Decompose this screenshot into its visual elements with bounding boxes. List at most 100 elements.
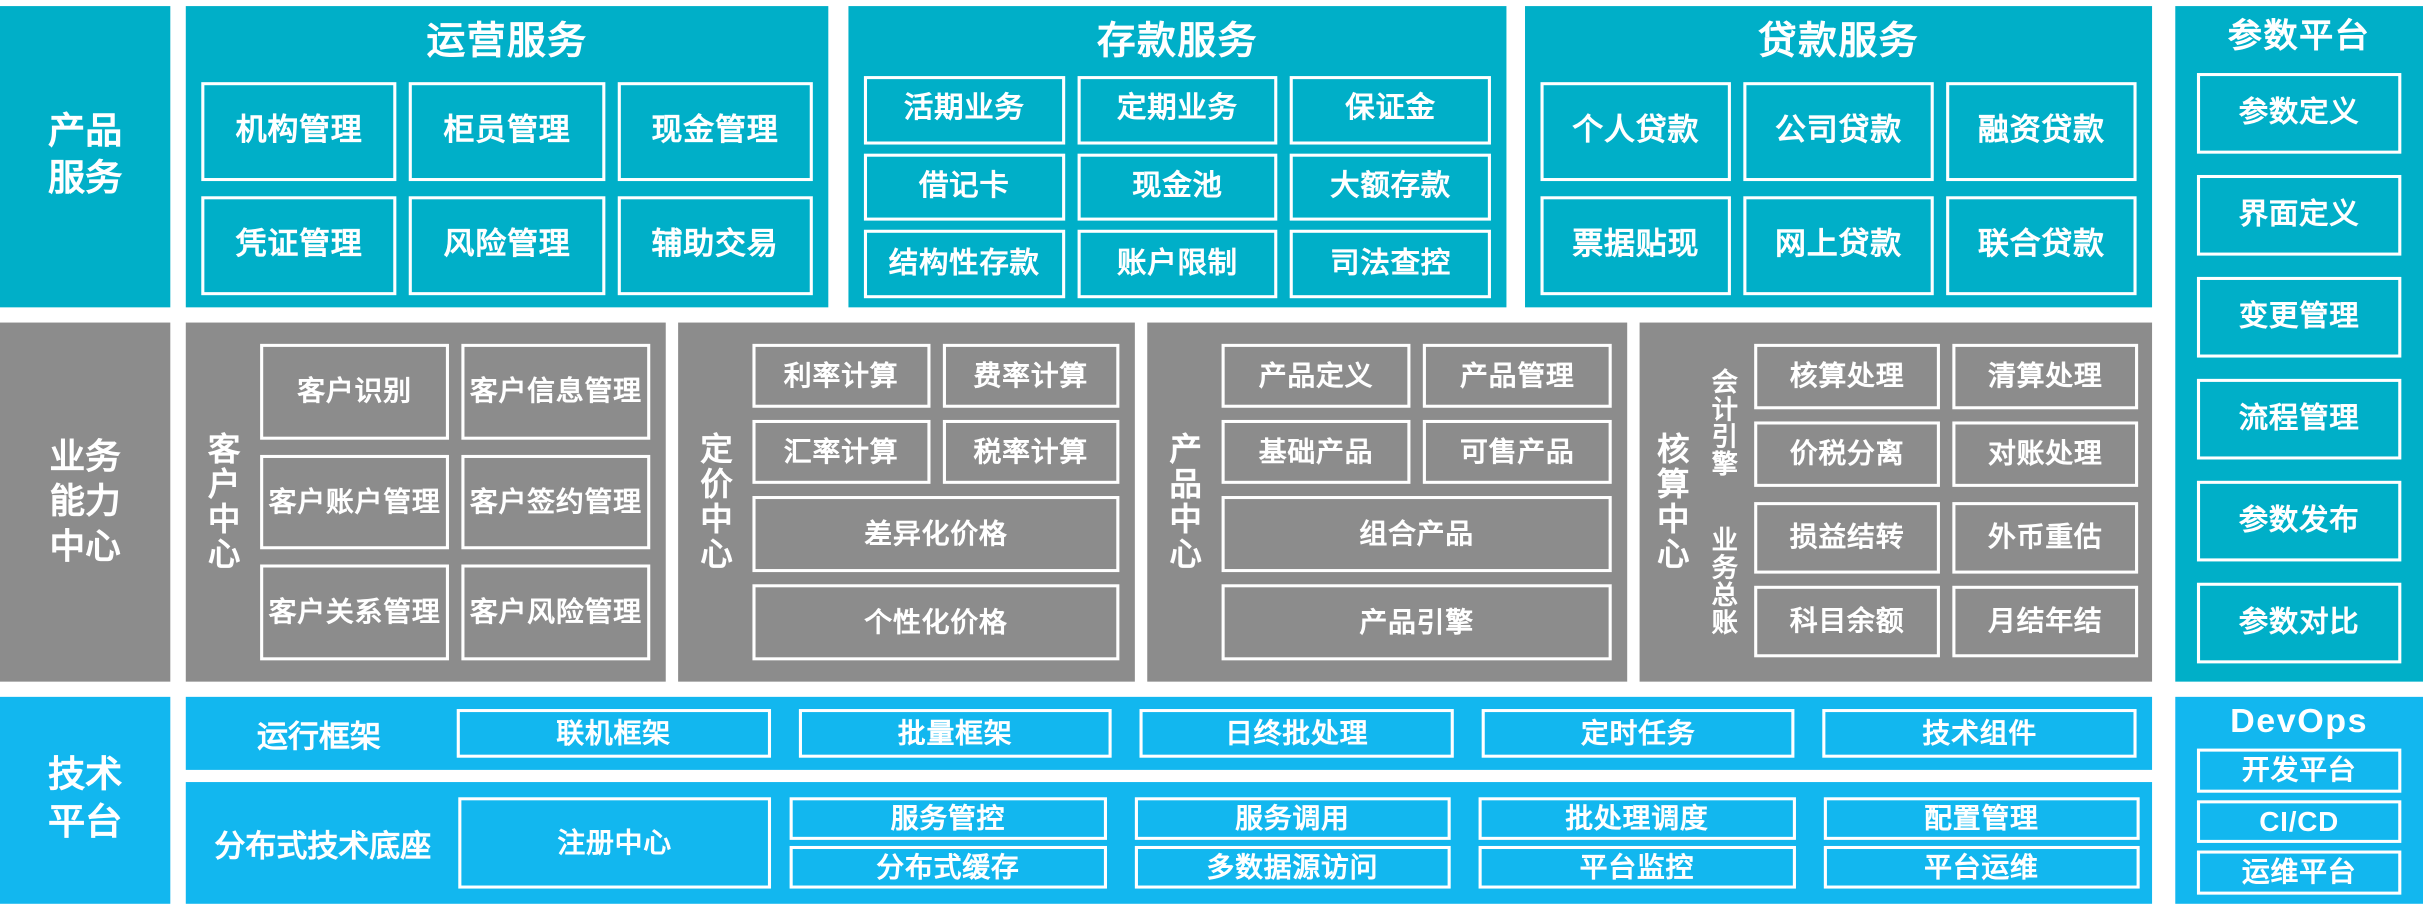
tile-pricing-wide-2[interactable]: 个性化价格 (752, 584, 1120, 661)
tile-param-5[interactable]: 参数发布 (2196, 480, 2402, 562)
tile-param-4[interactable]: 流程管理 (2196, 378, 2402, 460)
tile-operations-4[interactable]: 凭证管理 (201, 196, 397, 296)
tile-operations-5[interactable]: 风险管理 (409, 196, 605, 296)
tile-accounting-1[interactable]: 核算处理 (1754, 343, 1940, 410)
tile-pricing-4[interactable]: 税率计算 (942, 419, 1120, 484)
tile-customer-3[interactable]: 客户账户管理 (260, 454, 449, 550)
runtime-framework-grid: 联机框架 批量框架 日终批处理 定时任务 技术组件 (456, 709, 2137, 758)
tile-devops-2[interactable]: CI/CD (2196, 799, 2402, 844)
tile-product-3[interactable]: 基础产品 (1221, 419, 1411, 484)
tile-pricing-1[interactable]: 利率计算 (752, 343, 930, 408)
tile-param-1[interactable]: 参数定义 (2196, 73, 2402, 154)
tile-runtime-2[interactable]: 批量框架 (798, 709, 1112, 758)
tile-loan-2[interactable]: 公司贷款 (1743, 82, 1934, 182)
tile-operations-2[interactable]: 柜员管理 (409, 82, 605, 182)
tile-devops-1[interactable]: 开发平台 (2196, 748, 2402, 793)
distributed-foundation-label: 分布式技术底座 (214, 829, 432, 864)
tile-registry-center[interactable]: 注册中心 (458, 797, 772, 889)
tile-loan-4[interactable]: 票据贴现 (1540, 196, 1731, 296)
tile-customer-6[interactable]: 客户风险管理 (461, 564, 651, 661)
tile-pricing-2[interactable]: 费率计算 (942, 343, 1120, 408)
tile-loan-5[interactable]: 网上贷款 (1743, 196, 1934, 296)
tile-customer-4[interactable]: 客户签约管理 (461, 454, 651, 550)
subgroup-label-general-ledger: 业务总账 (1706, 526, 1737, 636)
panel-parameter-platform: 参数平台 参数定义 界面定义 变更管理 流程管理 参数发布 参数对比 (2175, 6, 2423, 682)
row-label-product-services: 产品 服务 (0, 6, 171, 308)
distributed-tile-grid: 服务管控 服务调用 批处理调度 配置管理 分布式缓存 多数据源访问 平台监控 平… (789, 797, 2140, 889)
tile-product-1[interactable]: 产品定义 (1221, 343, 1411, 408)
runtime-framework-label: 运行框架 (257, 720, 381, 754)
center-label-accounting: 核算中心 (1653, 432, 1689, 573)
tile-operations-1[interactable]: 机构管理 (201, 82, 397, 182)
tile-distributed-5[interactable]: 分布式缓存 (789, 845, 1107, 889)
operations-tile-grid: 机构管理 柜员管理 现金管理 凭证管理 风险管理 辅助交易 (201, 82, 813, 296)
product-tile-grid-wide: 组合产品 产品引擎 (1221, 496, 1612, 661)
product-tile-grid-top: 产品定义 产品管理 基础产品 可售产品 (1221, 343, 1612, 484)
tile-deposit-6[interactable]: 大额存款 (1290, 153, 1491, 222)
tile-operations-6[interactable]: 辅助交易 (617, 196, 813, 296)
panel-title-operations: 运营服务 (426, 19, 588, 63)
tile-runtime-1[interactable]: 联机框架 (456, 709, 771, 758)
tile-deposit-7[interactable]: 结构性存款 (863, 230, 1065, 299)
center-label-customer: 客户中心 (204, 432, 240, 573)
tile-loan-6[interactable]: 联合贷款 (1946, 196, 2137, 296)
tile-distributed-3[interactable]: 批处理调度 (1478, 797, 1796, 840)
tile-param-6[interactable]: 参数对比 (2196, 582, 2402, 664)
tile-accounting-4[interactable]: 对账处理 (1952, 421, 2139, 487)
tile-product-wide-2[interactable]: 产品引擎 (1221, 584, 1612, 661)
tile-deposit-9[interactable]: 司法查控 (1290, 230, 1491, 299)
tile-ledger-4[interactable]: 月结年结 (1952, 585, 2139, 658)
tile-param-3[interactable]: 变更管理 (2196, 276, 2402, 358)
panel-operations-services: 运营服务 机构管理 柜员管理 现金管理 凭证管理 风险管理 辅助交易 (185, 6, 829, 308)
subgroup-label-accounting-engine: 会计引擎 (1706, 368, 1737, 478)
tile-deposit-8[interactable]: 账户限制 (1077, 230, 1278, 299)
tile-product-wide-1[interactable]: 组合产品 (1221, 496, 1612, 573)
tile-product-2[interactable]: 产品管理 (1422, 343, 1612, 408)
tile-ledger-3[interactable]: 科目余额 (1754, 585, 1940, 658)
tile-deposit-3[interactable]: 保证金 (1290, 76, 1491, 145)
tile-runtime-4[interactable]: 定时任务 (1481, 709, 1796, 758)
tile-deposit-4[interactable]: 借记卡 (863, 153, 1065, 222)
tile-runtime-5[interactable]: 技术组件 (1822, 709, 2137, 758)
tile-deposit-5[interactable]: 现金池 (1077, 153, 1278, 222)
tile-distributed-4[interactable]: 配置管理 (1823, 797, 2140, 840)
tile-customer-1[interactable]: 客户识别 (260, 343, 449, 440)
panel-devops: DevOps 开发平台 CI/CD 运维平台 (2175, 696, 2423, 904)
tile-ledger-2[interactable]: 外币重估 (1952, 502, 2139, 574)
tile-distributed-8[interactable]: 平台运维 (1823, 845, 2140, 889)
row-label-business-capability: 业务 能力 中心 (0, 322, 171, 682)
tile-accounting-3[interactable]: 价税分离 (1754, 421, 1940, 487)
tile-distributed-6[interactable]: 多数据源访问 (1134, 845, 1451, 889)
deposit-tile-grid: 活期业务 定期业务 保证金 借记卡 现金池 大额存款 结构性存款 账户限制 司法… (863, 76, 1491, 299)
tile-customer-5[interactable]: 客户关系管理 (260, 564, 449, 661)
tile-param-2[interactable]: 界面定义 (2196, 174, 2402, 256)
tile-customer-2[interactable]: 客户信息管理 (461, 343, 651, 440)
tile-operations-3[interactable]: 现金管理 (617, 82, 813, 182)
tile-deposit-1[interactable]: 活期业务 (863, 76, 1065, 145)
tile-accounting-2[interactable]: 清算处理 (1952, 343, 2139, 410)
tile-pricing-3[interactable]: 汇率计算 (752, 419, 930, 484)
tile-pricing-wide-1[interactable]: 差异化价格 (752, 496, 1120, 573)
pricing-tile-grid-wide: 差异化价格 个性化价格 (752, 496, 1120, 661)
parameter-platform-grid: 参数定义 界面定义 变更管理 流程管理 参数发布 参数对比 (2196, 73, 2402, 664)
tile-distributed-7[interactable]: 平台监控 (1478, 845, 1796, 889)
tile-devops-3[interactable]: 运维平台 (2196, 851, 2402, 895)
panel-distributed-foundation: 分布式技术底座 注册中心 服务管控 服务调用 批处理调度 配置管理 分布式缓存 … (185, 782, 2153, 904)
center-accounting: 核算中心 会计引擎 业务总账 核算处理 清算处理 价税分离 对账处理 损益结转 … (1639, 322, 2153, 682)
tile-product-4[interactable]: 可售产品 (1422, 419, 1612, 484)
tile-distributed-1[interactable]: 服务管控 (789, 797, 1107, 840)
center-label-pricing: 定价中心 (696, 432, 732, 573)
tile-runtime-3[interactable]: 日终批处理 (1139, 709, 1454, 758)
tile-loan-3[interactable]: 融资贷款 (1946, 82, 2137, 182)
tile-ledger-1[interactable]: 损益结转 (1754, 502, 1940, 574)
devops-grid: 开发平台 CI/CD 运维平台 (2196, 748, 2402, 895)
panel-deposit-services: 存款服务 活期业务 定期业务 保证金 借记卡 现金池 大额存款 结构性存款 账户… (848, 6, 1507, 308)
panel-title-loan: 贷款服务 (1758, 19, 1920, 63)
center-product: 产品中心 产品定义 产品管理 基础产品 可售产品 组合产品 产品引擎 (1147, 322, 1628, 682)
tile-loan-1[interactable]: 个人贷款 (1540, 82, 1731, 182)
center-pricing: 定价中心 利率计算 费率计算 汇率计算 税率计算 差异化价格 个性化价格 (678, 322, 1135, 682)
panel-title-deposit: 存款服务 (1096, 19, 1258, 63)
tile-deposit-2[interactable]: 定期业务 (1077, 76, 1278, 145)
tile-distributed-2[interactable]: 服务调用 (1134, 797, 1451, 840)
